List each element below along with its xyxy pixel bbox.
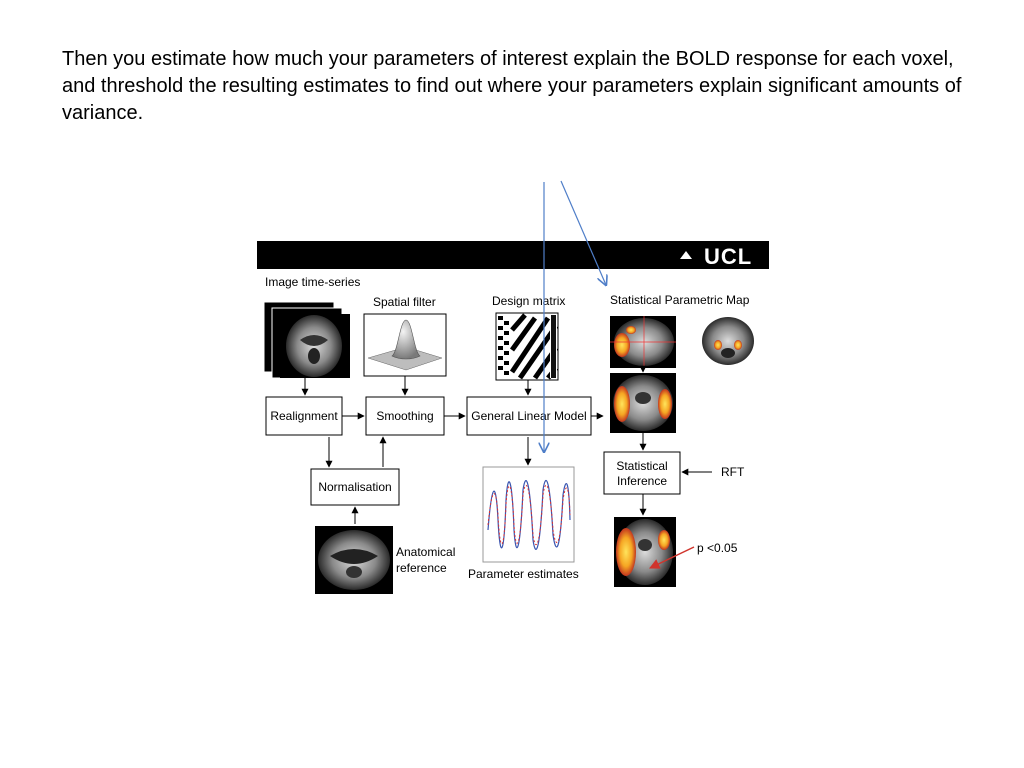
realignment-box: Realignment <box>265 396 343 436</box>
design-matrix-label: Design matrix <box>492 294 565 308</box>
image-time-series-stack <box>263 301 350 379</box>
svg-text:Realignment: Realignment <box>270 409 338 423</box>
anatomical-label-2: reference <box>396 561 447 575</box>
spatial-filter-label: Spatial filter <box>373 295 436 309</box>
svg-text:General Linear Model: General Linear Model <box>471 409 586 423</box>
normalisation-box: Normalisation <box>310 468 400 506</box>
general-linear-model-box: General Linear Model <box>466 396 592 436</box>
flow-arrows <box>301 365 712 524</box>
slide-body-text: Then you estimate how much your paramete… <box>62 48 962 124</box>
spm-axial-image <box>610 373 676 433</box>
figure-header-bar <box>257 241 769 269</box>
anatomical-label-1: Anatomical <box>396 545 455 559</box>
parameter-estimates-label: Parameter estimates <box>468 567 579 581</box>
spm-label: Statistical Parametric Map <box>610 293 750 307</box>
design-matrix-image <box>495 312 559 381</box>
rft-label: RFT <box>721 465 745 479</box>
ucl-dome-icon <box>680 251 692 259</box>
svg-text:Statistical: Statistical <box>616 459 667 473</box>
spatial-filter-image <box>363 313 447 377</box>
anatomical-reference-image <box>315 526 393 594</box>
parameter-estimates-plot <box>482 466 575 563</box>
blue-pointer-arrow-spm <box>560 180 606 285</box>
spm-sagittal-image <box>610 316 676 368</box>
svg-text:Inference: Inference <box>617 474 667 488</box>
p-value-pointer-arrow <box>649 546 695 569</box>
thresholded-map-image <box>614 517 676 587</box>
p-value-label: p <0.05 <box>697 541 738 555</box>
svg-text:Normalisation: Normalisation <box>318 480 391 494</box>
spm-coronal-image <box>700 316 756 368</box>
ucl-logo: UCL <box>704 244 752 269</box>
svg-text:Smoothing: Smoothing <box>376 409 433 423</box>
image-time-series-label: Image time-series <box>265 275 360 289</box>
smoothing-box: Smoothing <box>365 396 445 436</box>
statistical-inference-box: Statistical Inference <box>603 451 681 495</box>
